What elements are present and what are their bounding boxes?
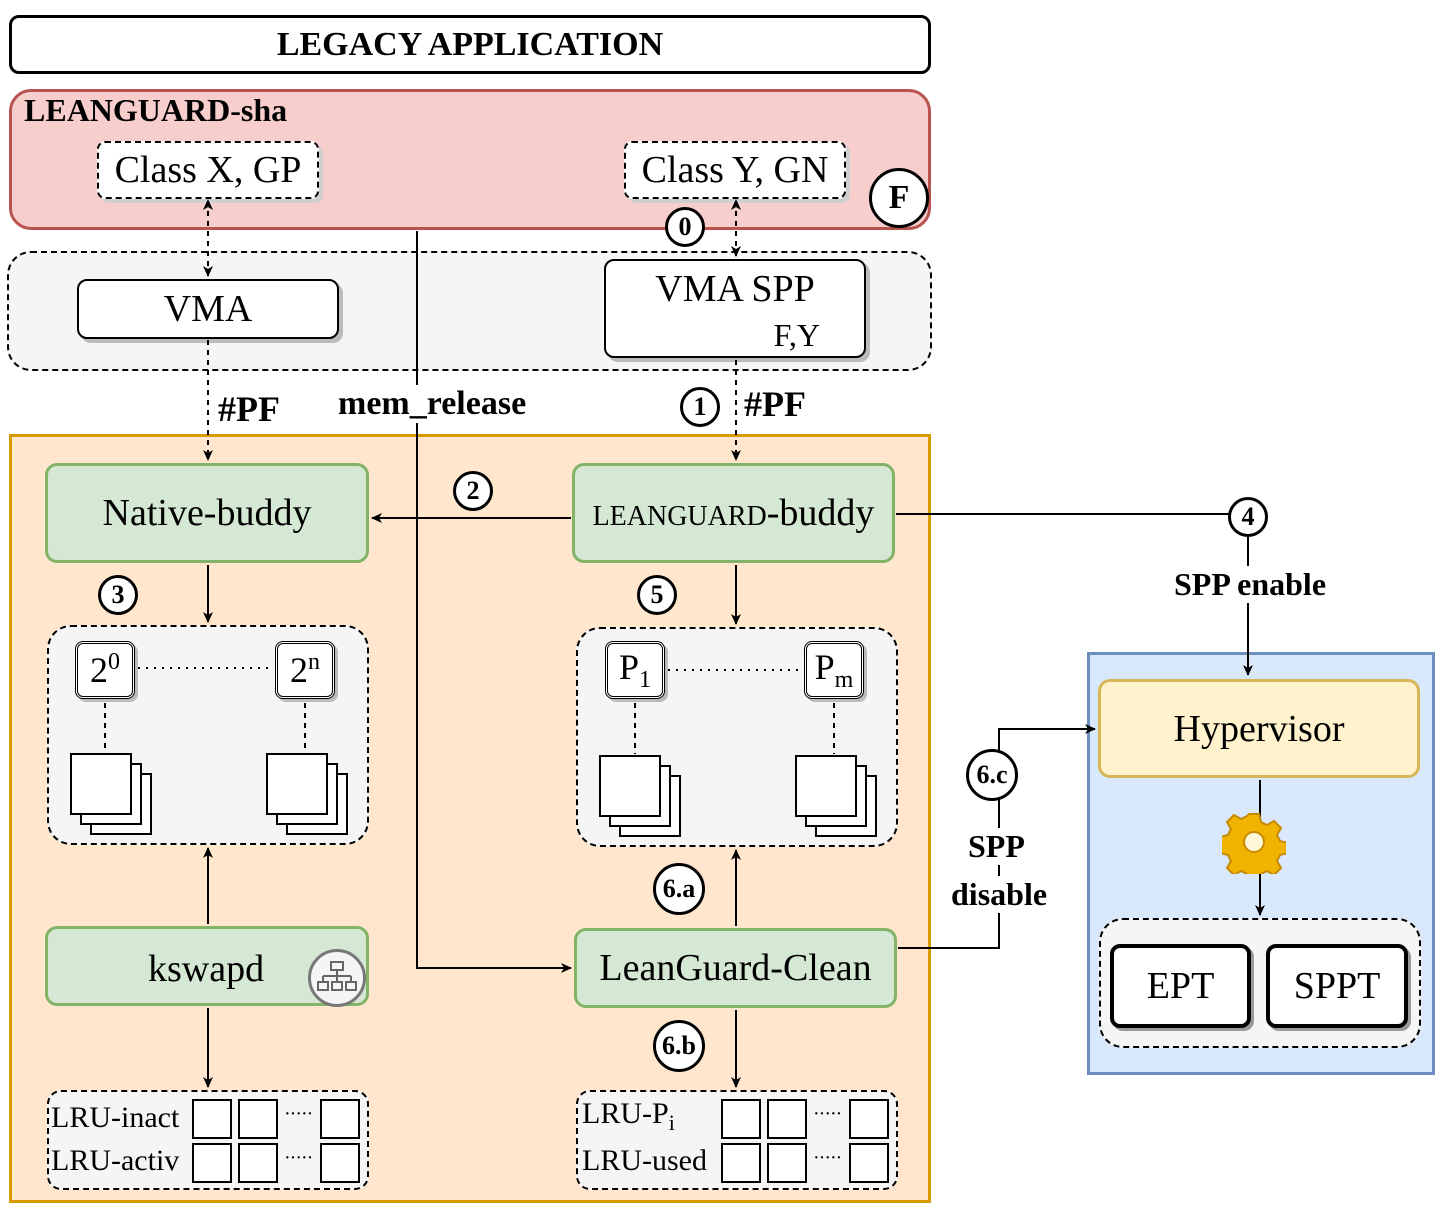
ept-label: EPT: [1146, 965, 1215, 1007]
order-last-box: 2n: [275, 641, 335, 699]
vma-label: VMA: [163, 288, 253, 330]
leanguard-clean-label: LeanGuard-Clean: [599, 947, 872, 989]
step-3-badge: 3: [98, 575, 138, 615]
lru-inact-cell-2: [238, 1099, 278, 1139]
step-6a-label: 6.a: [662, 874, 696, 903]
legacy-application-label: LEGACY APPLICATION: [276, 25, 664, 63]
step-4-label: 4: [1241, 502, 1255, 531]
order-last-label: 2n: [290, 649, 320, 690]
lru-used-cell-2: [767, 1143, 807, 1183]
step-1-label: 1: [693, 392, 707, 421]
pool-last-box: Pm: [804, 641, 864, 699]
lru-activ-cell-2: [238, 1143, 278, 1183]
gear-icon: [1222, 810, 1286, 874]
class-y-box: Class Y, GN: [624, 141, 846, 199]
sppt-box: SPPT: [1266, 944, 1408, 1028]
hypervisor-label: Hypervisor: [1173, 707, 1345, 750]
step-5-label: 5: [650, 580, 664, 609]
lru-inact-cell-3: [320, 1099, 360, 1139]
step-2-badge: 2: [453, 471, 493, 511]
step-1-badge: 1: [680, 387, 720, 427]
leanguard-buddy-label: LEANGUARD-buddy: [593, 491, 875, 535]
lru-activ-ellipsis: ·····: [284, 1147, 313, 1169]
spp-disable-label-2: disable: [949, 876, 1050, 913]
class-x-label: Class X, GP: [114, 149, 302, 191]
vma-spp-sub: F,Y: [773, 317, 820, 353]
step-2-label: 2: [466, 476, 480, 505]
leanguard-clean-box: LeanGuard-Clean: [574, 928, 897, 1008]
step-4-badge: 4: [1228, 497, 1268, 537]
lru-activ-cell-3: [320, 1143, 360, 1183]
native-buddy-box: Native-buddy: [45, 463, 369, 563]
step-3-label: 3: [111, 580, 125, 609]
f-badge: F: [869, 168, 929, 228]
class-y-label: Class Y, GN: [641, 149, 829, 191]
lru-activ-label: LRU-activ: [51, 1144, 180, 1177]
order-first-label: 20: [90, 649, 120, 690]
class-x-box: Class X, GP: [97, 141, 319, 199]
lru-used-cell-1: [721, 1143, 761, 1183]
mem-release-label: mem_release: [336, 385, 529, 423]
kswapd-label: kswapd: [148, 948, 265, 990]
lru-inact-cell-1: [192, 1099, 232, 1139]
step-0-badge: 0: [665, 207, 705, 247]
leanguard-buddy-suffix: -buddy: [766, 492, 875, 534]
step-6a-badge: 6.a: [653, 863, 705, 915]
step-5-badge: 5: [637, 575, 677, 615]
lru-pi-ellipsis: ·····: [813, 1103, 842, 1125]
lru-inact-ellipsis: ·····: [284, 1103, 313, 1125]
pf-right-label: #PF: [744, 384, 806, 424]
pf-left-label: #PF: [218, 389, 280, 429]
lru-activ-cell-1: [192, 1143, 232, 1183]
sitemap-icon: [308, 949, 366, 1007]
page-stack-right-2: [795, 755, 887, 839]
lru-pi-cell-2: [767, 1099, 807, 1139]
lru-inact-label: LRU-inact: [51, 1101, 180, 1134]
lru-used-ellipsis: ·····: [813, 1147, 842, 1169]
step-6b-badge: 6.b: [653, 1020, 705, 1072]
page-stack-left-1: [70, 753, 162, 837]
step-0-label: 0: [678, 212, 692, 241]
page-stack-right-1: [599, 755, 691, 839]
kswapd-box: kswapd: [45, 926, 369, 1007]
lru-used-cell-3: [849, 1143, 889, 1183]
ept-box: EPT: [1110, 944, 1251, 1028]
vma-box: VMA: [77, 279, 339, 339]
lru-pi-cell-1: [721, 1099, 761, 1139]
leanguard-sha-title: LEANGUARD-sha: [24, 92, 288, 128]
step-6c-badge: 6.c: [966, 749, 1018, 801]
native-buddy-label: Native-buddy: [102, 492, 312, 534]
vma-spp-box: VMA SPP F,Y: [604, 259, 866, 358]
legacy-application-bar: LEGACY APPLICATION: [9, 15, 931, 74]
sppt-label: SPPT: [1293, 965, 1381, 1007]
lru-pi-cell-3: [849, 1099, 889, 1139]
pool-first-label: P1: [618, 646, 652, 694]
spp-enable-label: SPP enable: [1172, 566, 1329, 603]
page-stack-left-2: [266, 753, 358, 837]
order-first-box: 20: [75, 641, 135, 699]
leanguard-buddy-box: LEANGUARD-buddy: [572, 463, 895, 563]
lru-pi-label: LRU-Pi: [582, 1097, 675, 1135]
f-badge-label: F: [888, 179, 910, 216]
lru-used-label: LRU-used: [582, 1144, 707, 1177]
leanguard-buddy-prefix: LEANGUARD: [592, 501, 767, 532]
hypervisor-box: Hypervisor: [1098, 679, 1420, 778]
pool-last-label: Pm: [814, 646, 854, 694]
pool-first-box: P1: [605, 641, 665, 699]
step-6b-label: 6.b: [662, 1031, 696, 1060]
step-6c-label: 6.c: [976, 760, 1008, 789]
spp-disable-label-1: SPP: [966, 828, 1027, 865]
vma-spp-label: VMA SPP: [655, 268, 815, 310]
